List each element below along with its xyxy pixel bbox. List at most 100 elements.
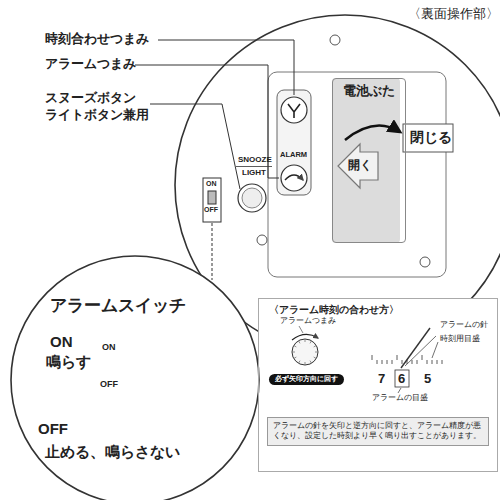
dial-drawing: [412, 360, 413, 364]
part-name: アラームつまみ: [280, 316, 336, 326]
inset-panel: [258, 298, 498, 472]
dial-drawing: [432, 342, 438, 358]
knob-panel: [285, 175, 303, 180]
alarm-knob-drawing: [294, 346, 297, 348]
zoom-circle: アラームスイッチON鳴らすOFF止める、鳴らさない: [10, 255, 260, 500]
battery-cover: [345, 126, 400, 140]
knob-panel: [277, 90, 311, 195]
clock-back: [257, 235, 267, 245]
caution-text: 必ず矢印方向に回す: [275, 375, 338, 384]
alarm-knob-drawing: [305, 362, 306, 365]
part-name: 時刻合わせつまみ: [45, 32, 149, 48]
leader-line: [158, 40, 294, 95]
snooze-button: [242, 188, 262, 208]
state-off: OFF: [38, 420, 68, 439]
dial-number: 5: [424, 371, 431, 387]
dial-drawing: [395, 370, 409, 387]
dial-drawing: [392, 360, 393, 364]
dial-drawing: [397, 355, 398, 360]
direction-label: 閉じる: [410, 129, 452, 147]
part-name: スヌーズボタン ライトボタン兼用: [45, 90, 151, 124]
alarm-knob-drawing: [292, 339, 318, 365]
dial-drawing: [442, 360, 443, 364]
snooze-button: [238, 184, 266, 212]
button-marking: SNOOZE: [238, 155, 272, 165]
switch-marking: ON: [206, 180, 217, 189]
alarm-knob-drawing: [299, 361, 301, 364]
dial-drawing: [405, 336, 436, 366]
alarm-knob-drawing: [305, 339, 306, 342]
clock-back: [268, 72, 446, 277]
dial-drawing: [372, 328, 442, 393]
cover-label: 電池ぶた: [333, 79, 405, 100]
dial-number: 7: [378, 371, 385, 387]
dial-drawing: [417, 360, 418, 364]
button-marking: LIGHT: [242, 168, 266, 178]
snooze-button: [236, 166, 272, 167]
switch-title: アラームスイッチ: [50, 295, 186, 316]
dial-drawing: [427, 360, 428, 364]
battery-cover: [338, 144, 378, 188]
clock-alarm-switch: [203, 178, 221, 222]
direction-label: 開く: [348, 158, 372, 173]
alarm-knob-drawing: [292, 326, 318, 365]
alarm-knob-drawing: [299, 326, 303, 333]
state-on-desc: 鳴らす: [46, 353, 91, 372]
part-name: アラームの目盛: [372, 393, 428, 402]
dial-drawing: [432, 360, 433, 364]
dial-number: 6: [398, 371, 405, 387]
alarm-knob-drawing: [310, 361, 312, 364]
part-name: アラームの針: [440, 320, 488, 329]
alarm-knob-drawing: [314, 346, 317, 348]
dial-drawing: [387, 360, 388, 364]
inset-panel: [258, 298, 498, 472]
caution-pill: 必ず矢印方向に回す: [269, 374, 344, 385]
switch-marking: ON: [102, 342, 116, 353]
alarm-knob-drawing: [310, 341, 312, 344]
state-on: ON: [50, 333, 73, 352]
note-text: アラームの針を矢印と逆方向に回すと、アラーム精度が悪くなり、設定した時刻より早く…: [273, 421, 483, 442]
state-off-desc: 止める、鳴らさない: [45, 443, 180, 462]
alarm-knob-drawing: [315, 352, 318, 353]
clock-back: [420, 257, 430, 267]
part-name: 時刻用目盛: [440, 334, 480, 343]
alarm-knob-drawing: [294, 357, 297, 359]
leader-line: [135, 65, 279, 178]
knob-panel: [281, 165, 307, 191]
dial-drawing: [401, 328, 430, 368]
knob-panel: [281, 97, 307, 123]
alarm-knob-drawing: [292, 339, 318, 365]
alarm-knob-drawing: [292, 352, 295, 353]
clock-alarm-switch: [208, 191, 216, 204]
snooze-button: [236, 167, 272, 213]
section-title: 〈裏面操作部〉: [408, 6, 499, 22]
dial-drawing: [372, 355, 373, 360]
dial-drawing: [422, 355, 423, 360]
circle-outline: [11, 256, 259, 500]
switch-marking: OFF: [100, 379, 118, 390]
battery-cover: [332, 78, 453, 243]
part-name: アラームつまみ: [45, 57, 136, 73]
dial-drawing: [382, 360, 383, 364]
note-box: アラームの針を矢印と逆方向に回すと、アラーム精度が悪くなり、設定した時刻より早く…: [267, 417, 489, 446]
dial-drawing: [437, 360, 438, 364]
alarm-knob-drawing: [299, 341, 301, 344]
knob-marking: ALARM: [280, 150, 307, 159]
alarm-knob-drawing: [314, 357, 317, 359]
leader-line: [150, 104, 240, 189]
battery-cover: [403, 124, 453, 152]
alarm-knob-drawing: [292, 334, 318, 340]
inset-title: 〈アラーム時刻の合わせ方〉: [269, 304, 399, 316]
clock-back: [330, 35, 340, 45]
circle-outline: [10, 255, 260, 500]
dial-drawing: [398, 388, 401, 393]
leader-line: [212, 223, 213, 280]
clock-alarm-switch: [203, 178, 221, 222]
dial-drawing: [377, 360, 378, 364]
knob-panel: [277, 90, 311, 195]
knob-panel: [288, 104, 300, 118]
leader-line: [135, 40, 294, 280]
switch-marking: OFF: [204, 206, 218, 215]
dial-drawing: [402, 360, 403, 364]
